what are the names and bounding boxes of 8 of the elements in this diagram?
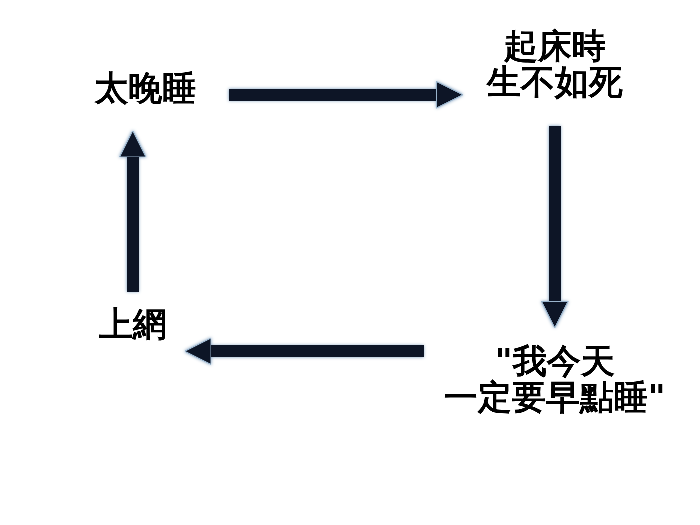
node-text: 太晚睡 <box>68 72 223 108</box>
node-text: "我今天一定要早點睡" <box>430 345 680 416</box>
arrow <box>229 81 464 109</box>
arrow <box>119 130 147 292</box>
node-text: 起床時生不如死 <box>470 30 640 102</box>
arrow <box>184 338 424 366</box>
node-text: 上網 <box>88 308 178 344</box>
arrow <box>541 126 569 329</box>
